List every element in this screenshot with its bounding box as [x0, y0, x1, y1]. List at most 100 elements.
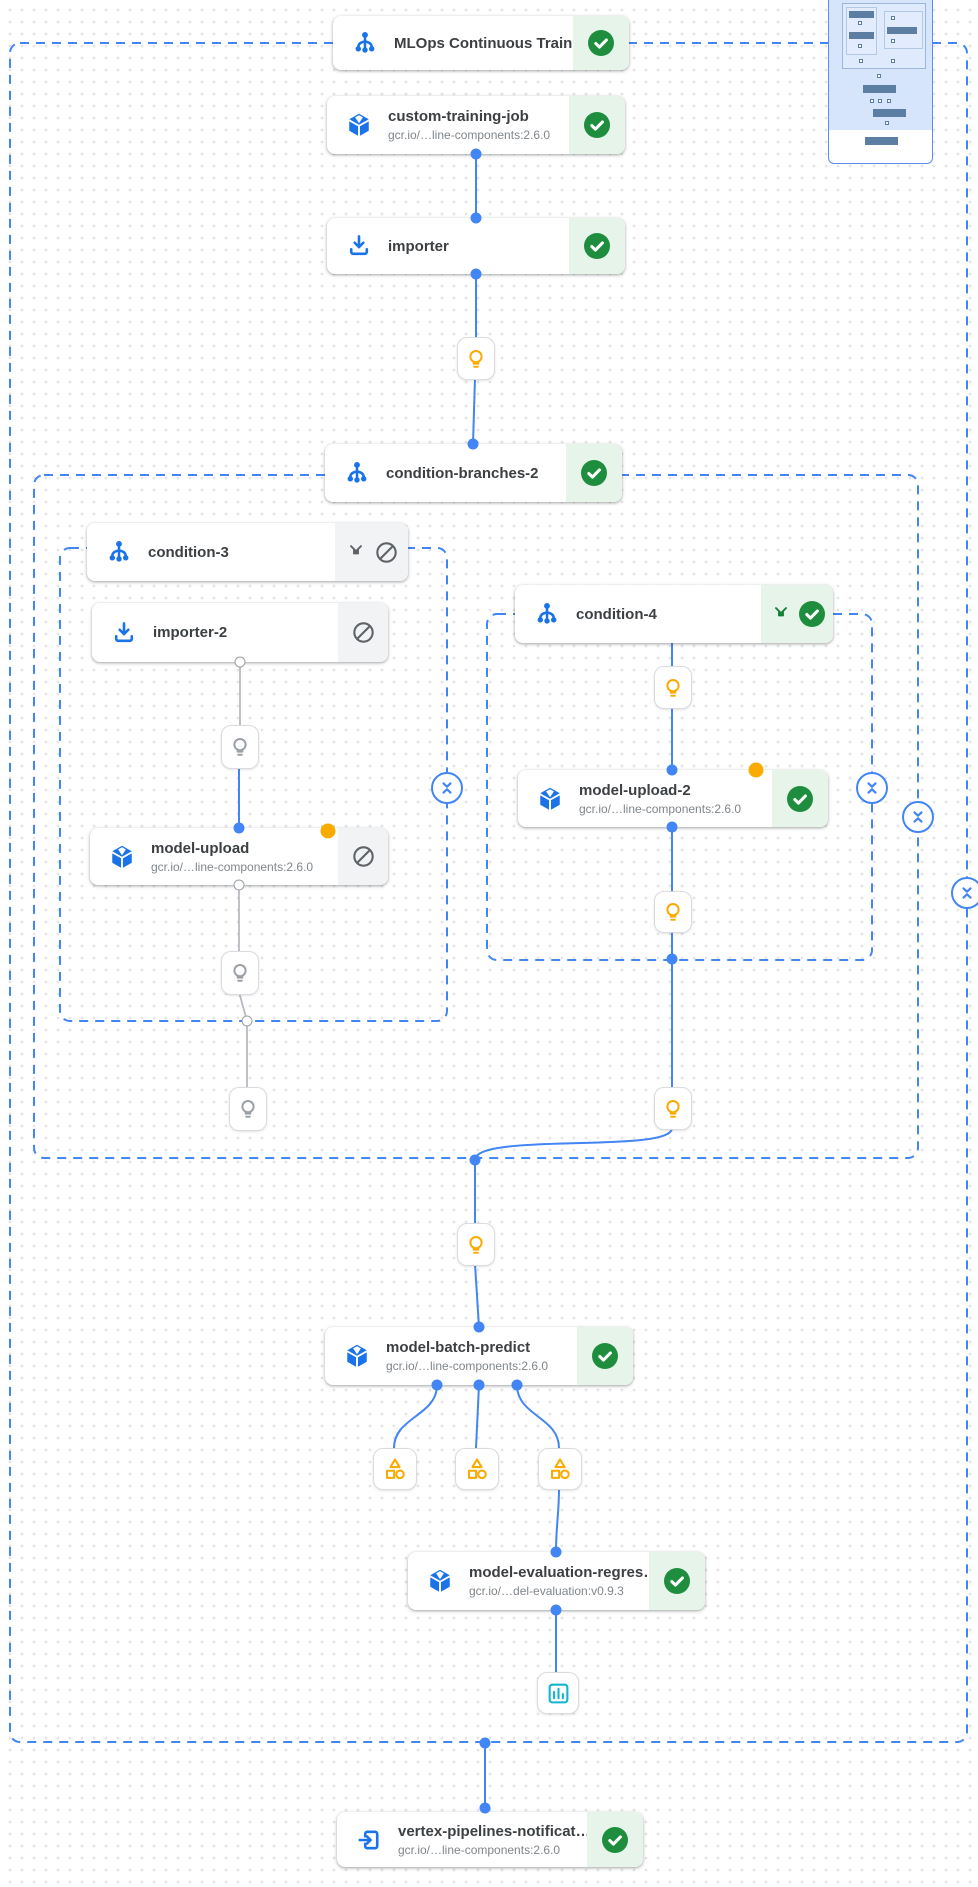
edge-port-dot: [473, 1379, 485, 1391]
node-title: model-upload: [151, 839, 250, 857]
collapse-chevrons-icon: [907, 806, 929, 828]
status-badge-succeeded: [577, 1327, 633, 1385]
lightbulb-icon: [464, 1233, 488, 1257]
status-badge-succeeded: [772, 770, 828, 827]
edge-port-dot: [666, 821, 678, 833]
import-download-icon: [111, 620, 137, 646]
minimap-node: [887, 27, 917, 34]
edge-port-dot: [666, 953, 678, 965]
lightbulb-icon: [661, 900, 685, 924]
node-subtitle: gcr.io/…line-components:2.6.0: [386, 1359, 549, 1373]
node-title: condition-4: [576, 605, 657, 623]
lightbulb-icon: [236, 1097, 260, 1121]
node-mlops-continuous-training[interactable]: MLOps Continuous Traini…: [333, 16, 629, 70]
orange-marker-dot: [320, 823, 336, 839]
collapse-group-button-condition-4[interactable]: [856, 772, 888, 804]
check-circle-icon: [799, 601, 825, 627]
check-circle-icon: [787, 786, 813, 812]
edge-port-dot: [467, 438, 479, 450]
branch-split-icon: [345, 541, 367, 563]
condition-output-node-skipped[interactable]: [221, 725, 259, 769]
condition-branch-icon: [344, 460, 370, 486]
minimap-node: [891, 59, 895, 63]
import-download-icon: [346, 233, 372, 259]
node-custom-training-job[interactable]: custom-training-job gcr.io/…line-compone…: [327, 96, 625, 154]
artifact-node[interactable]: [373, 1448, 417, 1490]
condition-branch-icon: [352, 30, 378, 56]
collapse-group-button-condition-branches-2[interactable]: [902, 801, 934, 833]
collapse-chevrons-icon: [956, 882, 978, 904]
status-badge-succeeded: [761, 585, 833, 643]
condition-output-node[interactable]: [457, 1223, 495, 1266]
node-model-evaluation-regression[interactable]: model-evaluation-regres… gcr.io/…del-eva…: [408, 1552, 705, 1610]
condition-output-node[interactable]: [654, 1087, 692, 1130]
check-circle-icon: [584, 233, 610, 259]
minimap-node: [878, 99, 882, 103]
condition-output-node[interactable]: [654, 666, 692, 709]
component-cube-icon: [109, 844, 135, 870]
status-badge-succeeded: [649, 1552, 705, 1610]
edge-port-dot: [469, 1154, 481, 1166]
node-importer[interactable]: importer: [327, 218, 625, 274]
edge-port-dot: [473, 1321, 485, 1333]
check-circle-icon: [584, 112, 610, 138]
component-cube-icon: [537, 786, 563, 812]
exit-to-app-icon: [356, 1827, 382, 1853]
node-title: MLOps Continuous Traini…: [394, 34, 573, 52]
edge-port-dot: [233, 822, 245, 834]
condition-output-node[interactable]: [457, 337, 495, 380]
artifact-shapes-icon: [464, 1456, 490, 1482]
node-title: condition-3: [148, 543, 229, 561]
node-subtitle: gcr.io/…line-components:2.6.0: [398, 1842, 561, 1857]
check-circle-icon: [602, 1827, 628, 1853]
condition-output-node-skipped[interactable]: [221, 951, 259, 995]
minimap-node: [859, 59, 863, 63]
minimap-node: [849, 11, 874, 18]
condition-branch-icon: [106, 539, 132, 565]
collapse-chevrons-icon: [861, 777, 883, 799]
component-cube-icon: [427, 1568, 453, 1594]
edge-port-dot: [431, 1379, 443, 1391]
minimap-node: [870, 99, 874, 103]
lightbulb-icon: [661, 1097, 685, 1121]
artifact-shapes-icon: [382, 1456, 408, 1482]
edge-port-dot: [479, 1737, 491, 1749]
collapse-group-button-pipeline-root[interactable]: [951, 877, 978, 909]
artifact-node[interactable]: [538, 1448, 582, 1490]
node-importer-2[interactable]: importer-2: [92, 603, 388, 662]
lightbulb-icon: [661, 676, 685, 700]
edge-port-dot-skipped: [234, 656, 246, 668]
condition-output-node-skipped[interactable]: [229, 1087, 267, 1131]
condition-branch-icon: [534, 601, 560, 627]
orange-marker-dot: [748, 762, 764, 778]
collapse-group-button-condition-3[interactable]: [431, 772, 463, 804]
condition-output-node[interactable]: [654, 891, 692, 933]
minimap-node: [873, 109, 906, 117]
node-condition-4[interactable]: condition-4: [515, 585, 833, 643]
minimap-node: [887, 99, 891, 103]
node-model-batch-predict[interactable]: model-batch-predict gcr.io/…line-compone…: [325, 1327, 633, 1385]
node-vertex-pipelines-notification[interactable]: vertex-pipelines-notificat… gcr.io/…line…: [337, 1812, 643, 1867]
minimap-node: [863, 85, 896, 93]
minimap[interactable]: [828, 0, 933, 164]
collapse-chevrons-icon: [436, 777, 458, 799]
node-condition-branches-2[interactable]: condition-branches-2: [325, 444, 622, 502]
status-badge-succeeded: [573, 16, 629, 70]
node-model-upload-2[interactable]: model-upload-2 gcr.io/…line-components:2…: [518, 770, 828, 827]
check-circle-icon: [592, 1343, 618, 1369]
artifact-shapes-icon: [547, 1456, 573, 1482]
edge-port-dot-skipped: [233, 879, 245, 891]
edge-port-dot: [511, 1379, 523, 1391]
node-title: importer-2: [153, 624, 228, 641]
minimap-node: [858, 44, 862, 48]
node-condition-3[interactable]: condition-3: [87, 523, 408, 581]
node-title: condition-branches-2: [386, 464, 539, 482]
node-subtitle: gcr.io/…line-components:2.6.0: [151, 859, 314, 874]
artifact-node[interactable]: [455, 1448, 499, 1490]
minimap-node: [865, 137, 898, 145]
status-badge-succeeded: [587, 1812, 643, 1867]
metrics-artifact-node[interactable]: [537, 1672, 579, 1714]
node-model-upload[interactable]: model-upload gcr.io/…line-components:2.6…: [90, 828, 388, 885]
node-subtitle: gcr.io/…del-evaluation:v0.9.3: [469, 1584, 624, 1598]
